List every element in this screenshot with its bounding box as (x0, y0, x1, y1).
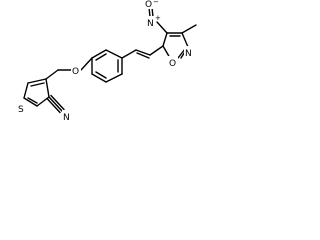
atom-n-isoxazole: N (185, 49, 192, 59)
atom-n-nitrile: N (63, 113, 70, 123)
methyl-group (181, 24, 197, 34)
nitrile-group (46, 94, 65, 114)
atom-labels: O S N N + O − O N (17, 0, 194, 123)
charge-minus: − (153, 0, 159, 6)
thiophene-ring (23, 78, 50, 107)
atom-o-nitro: O (145, 0, 152, 10)
charge-plus: + (155, 14, 161, 22)
isoxazole-ring (162, 32, 189, 59)
molecule-drawing: O S N N + O − O N (17, 0, 197, 123)
atom-o-isoxazole: O (169, 59, 176, 69)
structure-diagram: O S N N + O − O N (0, 0, 215, 141)
benzene-ring (91, 49, 123, 83)
ether-linker (45, 57, 93, 80)
vinyl-linker (121, 45, 164, 59)
atom-s-thiophene: S (18, 105, 24, 115)
atom-n-nitro: N (147, 19, 154, 29)
atom-o-ether: O (72, 67, 79, 77)
